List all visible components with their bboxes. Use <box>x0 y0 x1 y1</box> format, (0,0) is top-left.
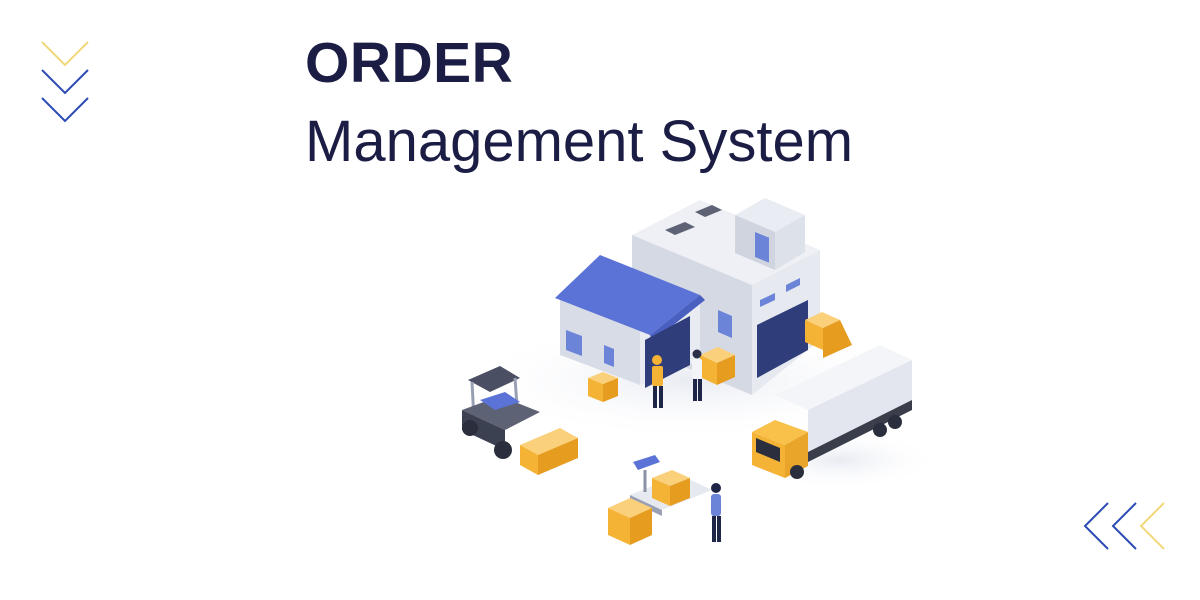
small-building <box>555 255 705 388</box>
delivery-truck <box>752 345 912 479</box>
parcel-stacks <box>588 312 852 402</box>
forklift <box>462 366 578 475</box>
workers <box>652 349 702 408</box>
chevron-down-decor-icon <box>41 41 89 123</box>
warehouse-illustration <box>460 198 940 545</box>
title-order: ORDER <box>305 31 514 95</box>
scale-area <box>608 455 721 545</box>
chevron-left-decor-icon <box>1083 502 1165 550</box>
title-management-system: Management System <box>305 109 854 174</box>
